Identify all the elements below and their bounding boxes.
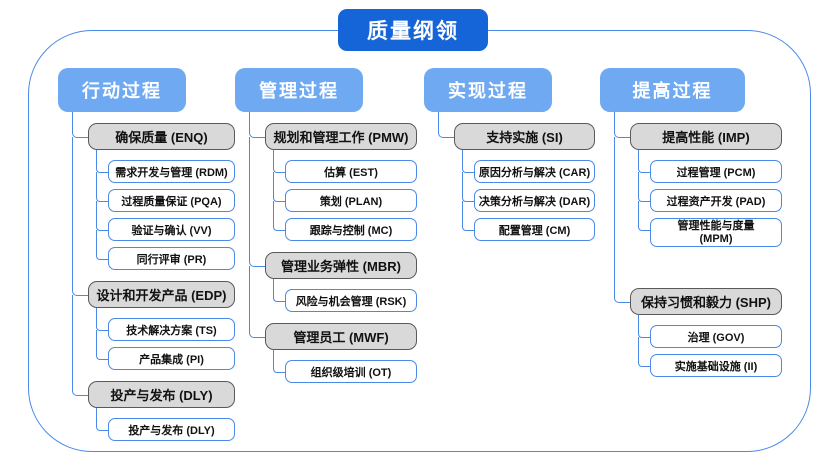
tree-child: 同行评审 (PR): [96, 241, 235, 270]
branch-pmw: 规划和管理工作 (PMW) 估算 (EST) 策划 (PLAN) 跟踪与控制 (…: [249, 112, 417, 241]
child-list: 投产与发布 (DLY): [96, 408, 235, 441]
tree-child: 风险与机会管理 (RSK): [273, 279, 417, 312]
column-header-improvement: 提高过程: [600, 68, 745, 112]
column-realization-process: 实现过程 支持实施 (SI) 原因分析与解决 (CAR) 决策分析与解决 (DA…: [424, 68, 595, 241]
tree-child: 策划 (PLAN): [273, 183, 417, 212]
tree-node-level2: 规划和管理工作 (PMW): [265, 123, 417, 150]
tree-node-level3: 治理 (GOV): [650, 325, 782, 349]
tree-child: 实施基础设施 (II): [638, 348, 782, 378]
child-list: 需求开发与管理 (RDM) 过程质量保证 (PQA) 验证与确认 (VV) 同行…: [96, 150, 235, 270]
diagram-title: 质量纲领: [338, 9, 488, 51]
branch-enq: 确保质量 (ENQ) 需求开发与管理 (RDM) 过程质量保证 (PQA) 验证…: [72, 112, 235, 270]
tree-child: 配置管理 (CM): [462, 212, 595, 241]
tree-node-level3: 验证与确认 (VV): [108, 218, 235, 241]
branch-list: 确保质量 (ENQ) 需求开发与管理 (RDM) 过程质量保证 (PQA) 验证…: [72, 112, 235, 441]
tree-child: 管理性能与度量 (MPM): [638, 212, 782, 248]
tree-node-level3: 过程管理 (PCM): [650, 160, 782, 183]
tree-node-level3: 决策分析与解决 (DAR): [474, 189, 595, 212]
branch-shp: 保持习惯和毅力 (SHP) 治理 (GOV) 实施基础设施 (II): [614, 247, 782, 378]
tree-child: 验证与确认 (VV): [96, 212, 235, 241]
tree-node-level3: 跟踪与控制 (MC): [285, 218, 417, 241]
tree-child: 投产与发布 (DLY): [96, 408, 235, 441]
branch-dly: 投产与发布 (DLY) 投产与发布 (DLY): [72, 370, 235, 441]
tree-node-level2: 管理员工 (MWF): [265, 323, 417, 350]
tree-node-level2: 确保质量 (ENQ): [88, 123, 235, 150]
tree-child: 跟踪与控制 (MC): [273, 212, 417, 241]
branch-imp: 提高性能 (IMP) 过程管理 (PCM) 过程资产开发 (PAD) 管理性能与…: [614, 112, 782, 248]
tree-node-level2: 保持习惯和毅力 (SHP): [630, 288, 782, 316]
child-list: 治理 (GOV) 实施基础设施 (II): [638, 315, 782, 378]
column-management-process: 管理过程 规划和管理工作 (PMW) 估算 (EST) 策划 (PLAN) 跟踪…: [235, 68, 417, 383]
column-header-management: 管理过程: [235, 68, 363, 112]
child-list: 组织级培训 (OT): [273, 350, 417, 383]
child-list: 技术解决方案 (TS) 产品集成 (PI): [96, 308, 235, 370]
tree-node-level3: 过程质量保证 (PQA): [108, 189, 235, 212]
child-list: 风险与机会管理 (RSK): [273, 279, 417, 312]
tree-child: 估算 (EST): [273, 150, 417, 183]
tree-node-level2: 设计和开发产品 (EDP): [88, 281, 235, 308]
tree-child: 决策分析与解决 (DAR): [462, 183, 595, 212]
tree-node-level3: 估算 (EST): [285, 160, 417, 183]
tree-node-level3: 实施基础设施 (II): [650, 354, 782, 378]
tree-child: 原因分析与解决 (CAR): [462, 150, 595, 183]
tree-node-level3: 投产与发布 (DLY): [108, 418, 235, 441]
branch-mwf: 管理员工 (MWF) 组织级培训 (OT): [249, 312, 417, 383]
branch-si: 支持实施 (SI) 原因分析与解决 (CAR) 决策分析与解决 (DAR) 配置…: [438, 112, 595, 241]
tree-node-level3: 需求开发与管理 (RDM): [108, 160, 235, 183]
tree-node-level3: 配置管理 (CM): [474, 218, 595, 241]
tree-child: 过程管理 (PCM): [638, 150, 782, 183]
tree-node-level3: 管理性能与度量 (MPM): [650, 218, 782, 248]
tree-child: 产品集成 (PI): [96, 341, 235, 370]
branch-list: 支持实施 (SI) 原因分析与解决 (CAR) 决策分析与解决 (DAR) 配置…: [438, 112, 595, 241]
tree-node-level3: 组织级培训 (OT): [285, 360, 417, 383]
tree-node-level3: 技术解决方案 (TS): [108, 318, 235, 341]
tree-node-level2: 管理业务弹性 (MBR): [265, 252, 417, 279]
column-header-realization: 实现过程: [424, 68, 552, 112]
tree-node-level3: 风险与机会管理 (RSK): [285, 289, 417, 312]
tree-child: 治理 (GOV): [638, 315, 782, 349]
tree-node-level3: 过程资产开发 (PAD): [650, 189, 782, 212]
branch-mbr: 管理业务弹性 (MBR) 风险与机会管理 (RSK): [249, 241, 417, 312]
tree-node-level2: 投产与发布 (DLY): [88, 381, 235, 408]
column-action-process: 行动过程 确保质量 (ENQ) 需求开发与管理 (RDM) 过程质量保证 (PQ…: [58, 68, 235, 441]
tree-child: 过程资产开发 (PAD): [638, 183, 782, 212]
tree-node-level3: 原因分析与解决 (CAR): [474, 160, 595, 183]
branch-list: 规划和管理工作 (PMW) 估算 (EST) 策划 (PLAN) 跟踪与控制 (…: [249, 112, 417, 383]
column-header-action: 行动过程: [58, 68, 186, 112]
tree-child: 组织级培训 (OT): [273, 350, 417, 383]
tree-child: 过程质量保证 (PQA): [96, 183, 235, 212]
tree-node-level3: 策划 (PLAN): [285, 189, 417, 212]
child-list: 过程管理 (PCM) 过程资产开发 (PAD) 管理性能与度量 (MPM): [638, 150, 782, 248]
child-list: 原因分析与解决 (CAR) 决策分析与解决 (DAR) 配置管理 (CM): [462, 150, 595, 241]
tree-node-level2: 支持实施 (SI): [454, 123, 595, 150]
child-list: 估算 (EST) 策划 (PLAN) 跟踪与控制 (MC): [273, 150, 417, 241]
tree-child: 需求开发与管理 (RDM): [96, 150, 235, 183]
branch-list: 提高性能 (IMP) 过程管理 (PCM) 过程资产开发 (PAD) 管理性能与…: [614, 112, 782, 378]
branch-edp: 设计和开发产品 (EDP) 技术解决方案 (TS) 产品集成 (PI): [72, 270, 235, 370]
tree-node-level3: 产品集成 (PI): [108, 347, 235, 370]
tree-node-level3: 同行评审 (PR): [108, 247, 235, 270]
tree-node-level2: 提高性能 (IMP): [630, 123, 782, 150]
tree-child: 技术解决方案 (TS): [96, 308, 235, 341]
column-improvement-process: 提高过程 提高性能 (IMP) 过程管理 (PCM) 过程资产开发 (PAD) …: [600, 68, 782, 378]
